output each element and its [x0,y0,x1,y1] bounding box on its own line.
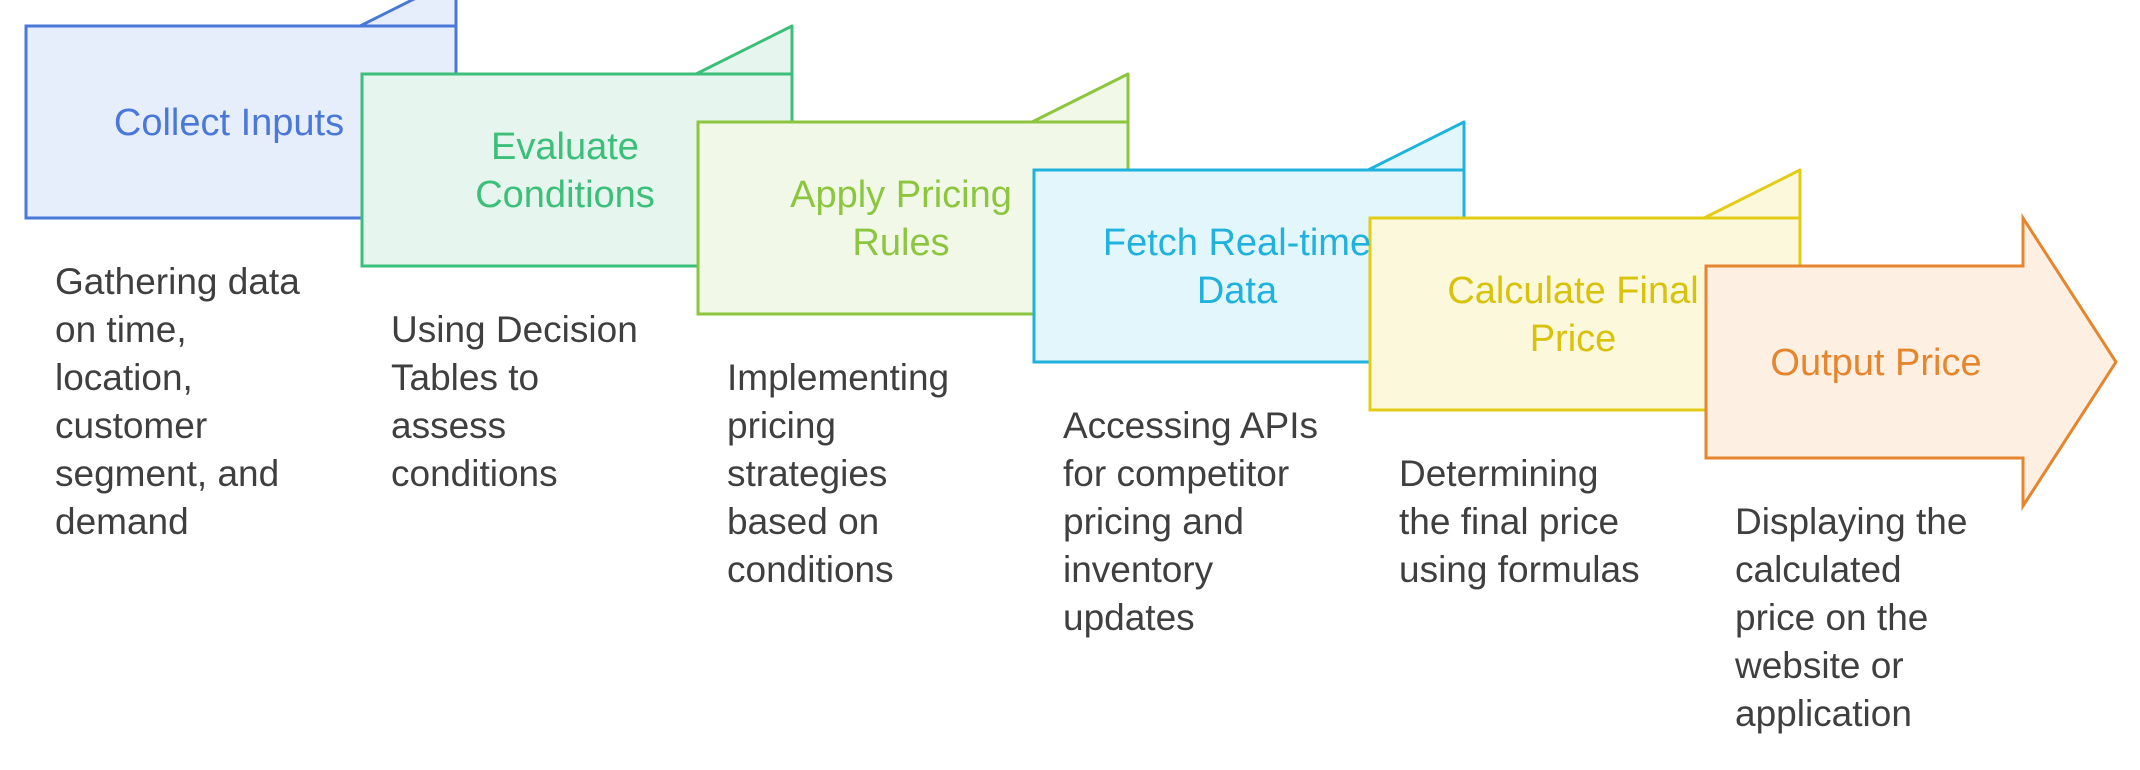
step-2-description-line: assess [391,405,506,446]
step-6 [1704,212,2118,512]
step-3-description-line: pricing [727,405,836,446]
step-6-title-line: Output Price [1770,342,1981,384]
step-4-description-line: pricing and [1063,501,1244,542]
step-1-description: Gathering data on time, location, customer s… [55,261,300,542]
step-1-description-line: location, [55,357,193,398]
step-2-title-line: Conditions [475,174,655,216]
step-3-title-line: Rules [852,222,949,264]
step-5-description-line: the final price [1399,501,1619,542]
step-3-description-line: Implementing [727,357,949,398]
step-2-title-line: Evaluate [491,126,639,168]
step-3-description: Implementing pricing strategies based on con… [727,357,949,590]
step-2-description-line: conditions [391,453,558,494]
step-2-description-line: Using Decision [391,309,638,350]
step-6-description: Displaying the calculated price on the webs… [1734,501,1967,734]
step-1-title: Collect Inputs [114,102,344,144]
step-4-description-line: inventory [1063,549,1214,590]
step-1-description-line: customer [55,405,207,446]
step-1-description-line: demand [55,501,189,542]
step-1-fold [358,0,458,28]
step-5-description-line: using formulas [1399,549,1640,590]
step-4-title-line: Fetch Real-time [1103,222,1371,264]
step-3-description-line: strategies [727,453,887,494]
step-6-description-line: Displaying the [1735,501,1967,542]
step-4-title-line: Data [1197,270,1278,312]
step-6-title: Output Price [1770,342,1981,384]
step-4-description-line: Accessing APIs [1063,405,1318,446]
step-4-description: Accessing APIs for competitor pricing and i… [1063,405,1318,638]
step-4-description-line: updates [1063,597,1195,638]
step-shapes [24,0,2118,512]
output-arrow [1704,212,2118,512]
step-5-title-line: Calculate Final [1447,270,1698,312]
step-6-description-line: website or [1734,645,1904,686]
step-1-description-line: on time, [55,309,187,350]
step-5-description-line: Determining [1399,453,1598,494]
step-1-title-line: Collect Inputs [114,102,344,144]
step-1-description-line: segment, and [55,453,279,494]
step-3-title-line: Apply Pricing [790,174,1012,216]
step-4-fold [1366,120,1466,172]
step-5-description: Determining the final price using formulas [1399,453,1640,590]
step-2-description-line: Tables to [391,357,539,398]
step-3-fold [1030,72,1130,124]
step-3-description-line: based on [727,501,879,542]
step-3-description-line: conditions [727,549,894,590]
step-6-description-line: price on the [1735,597,1928,638]
step-1-description-line: Gathering data [55,261,300,302]
step-2-fold [694,24,794,76]
step-5-fold [1702,168,1802,220]
step-6-description-line: calculated [1735,549,1902,590]
step-6-description-line: application [1735,693,1912,734]
step-4-description-line: for competitor [1063,453,1289,494]
step-5-title-line: Price [1530,318,1617,360]
